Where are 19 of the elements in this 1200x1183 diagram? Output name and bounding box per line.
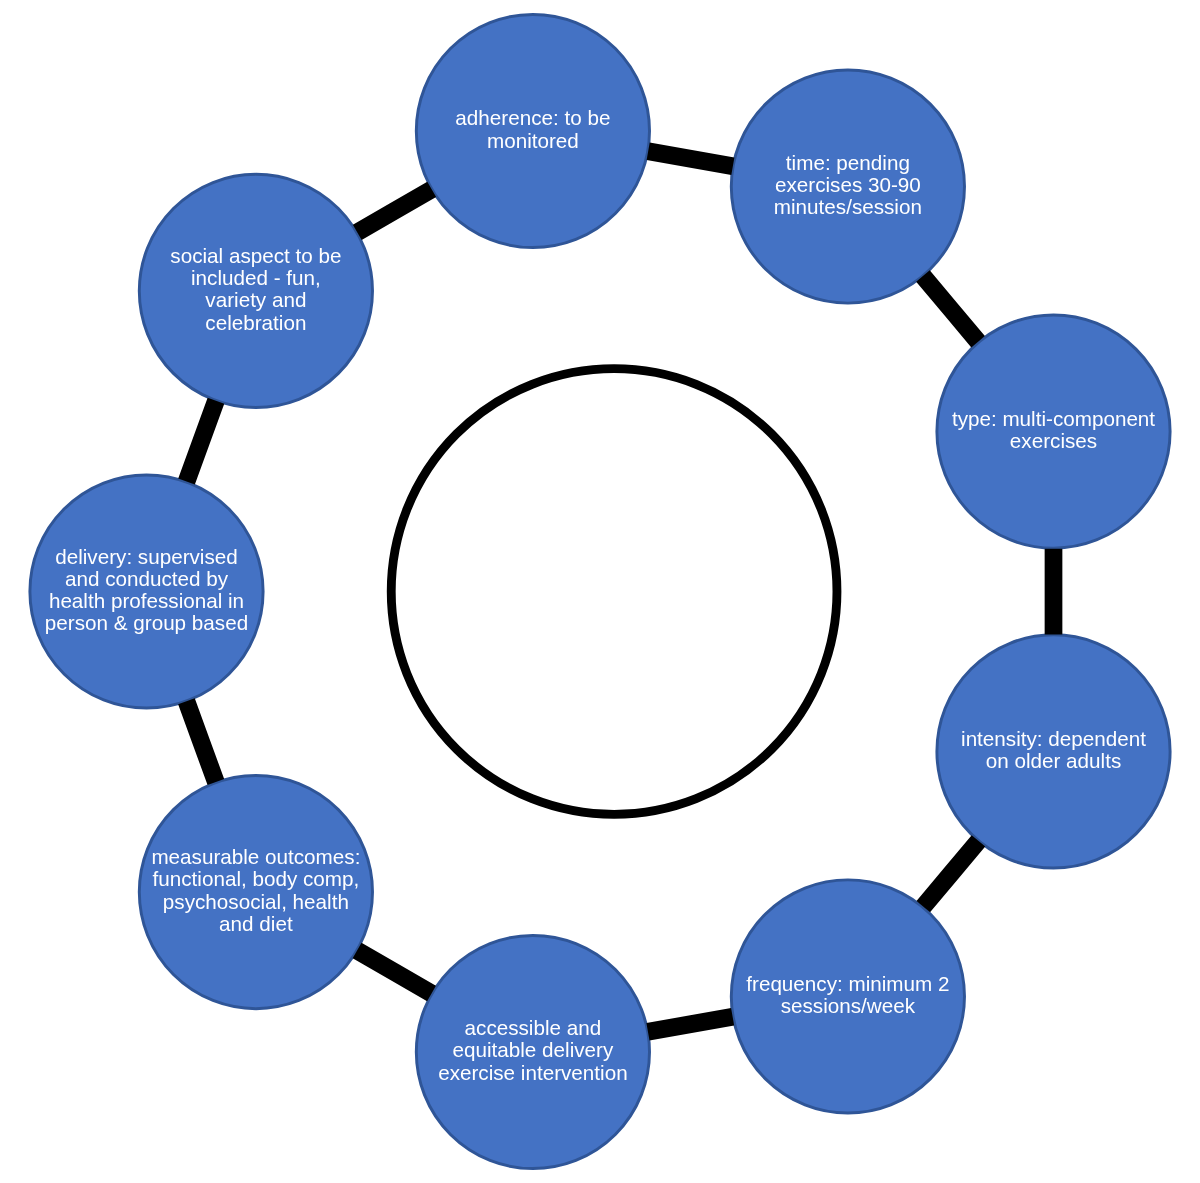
connector xyxy=(916,270,985,348)
node-circle: delivery: supervised and conducted by health professional in person & group based xyxy=(28,473,265,710)
node-circle: adherence: to be monitored xyxy=(414,12,651,250)
connector xyxy=(916,835,986,913)
connector xyxy=(646,142,735,175)
connector xyxy=(1044,548,1063,635)
node-circle: intensity: dependent on older adults xyxy=(935,633,1172,870)
node-circle xyxy=(386,364,842,819)
connector xyxy=(178,397,225,485)
connector xyxy=(178,698,225,786)
node-circle: social aspect to be included - fun, variety and celebration xyxy=(137,172,374,409)
node-circle: accessible and equitable delivery exercise intervention xyxy=(414,933,651,1171)
connector xyxy=(646,1008,735,1041)
node-circle: measurable outcomes: functional, body comp, psychosocial, health and diet xyxy=(137,774,374,1011)
node-circle: frequency: minimum 2 sessions/week xyxy=(729,878,966,1115)
node-circle: type: multi-component exercises xyxy=(935,313,1172,550)
connector xyxy=(352,942,436,1002)
node-circle: time: pending exercises 30-90 minutes/session xyxy=(729,68,966,305)
connector xyxy=(352,181,437,241)
